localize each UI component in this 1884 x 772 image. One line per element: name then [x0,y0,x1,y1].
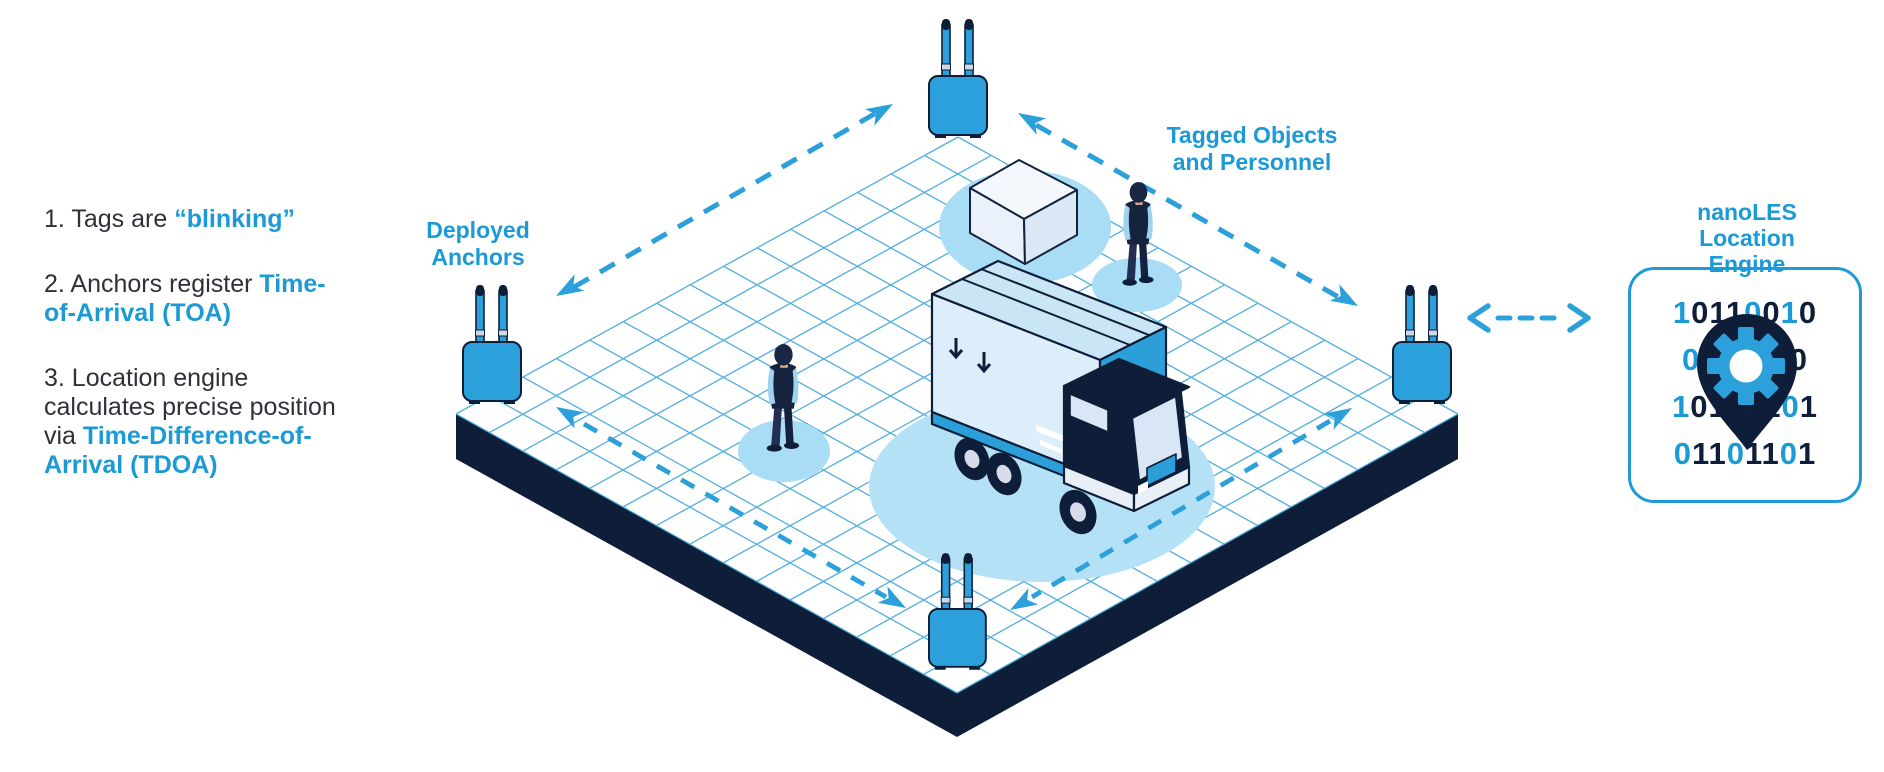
tag-highlight-person-1 [738,420,830,482]
step-item: 3. Location engine calculates precise po… [44,364,336,479]
binary-row: 10100101 [1672,389,1818,424]
location-engine-title: nanoLES Location Engine [1697,199,1797,277]
anchor-icon-top [928,18,988,139]
tagged-box [969,159,1078,265]
fragile-arrows [948,338,992,374]
step-item: 1. Tags are “blinking” [44,205,296,233]
tagged-objects-label: Tagged Objects and Personnel [1166,122,1338,175]
steps-list: 1. Tags are “blinking” 2. Anchors registe… [44,205,336,516]
step-item: 2. Anchors register Time-of-Arrival (TOA… [44,270,326,327]
floor-signal-lines [582,418,1332,600]
deployed-anchors-label: Deployed Anchors [426,217,530,270]
binary-block: 10110010 0011010 10100101 01101101 [1628,289,1862,477]
engine-link-arrow [1467,303,1591,333]
binary-row: 10110010 [1672,295,1818,330]
location-engine-box [1628,267,1862,503]
tagged-truck [930,259,1191,535]
truck-wheel-front [1059,489,1097,535]
tag-highlight-person-2 [1092,258,1182,312]
anchor-icon-right [1392,284,1452,405]
binary-row: 0011010 [1681,342,1809,377]
anchor-icon-left [462,284,522,405]
binary-row: 01101101 [1673,436,1817,471]
truck-wheels-rear [954,437,1022,496]
